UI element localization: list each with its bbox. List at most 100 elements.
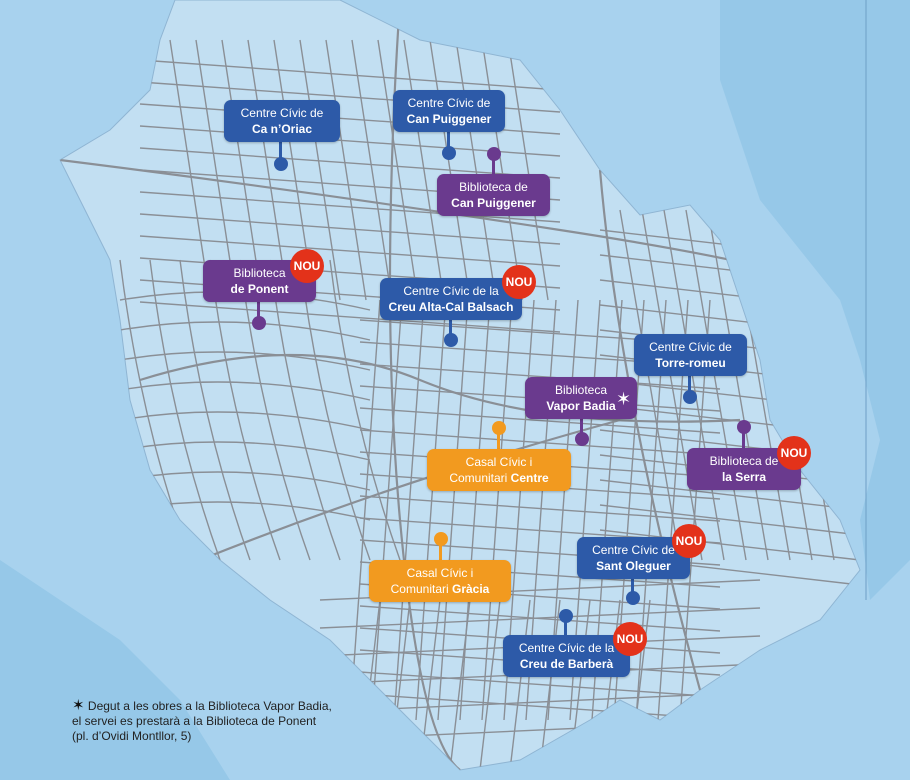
road xyxy=(179,259,251,561)
road xyxy=(599,479,860,511)
pin-stem xyxy=(492,158,495,176)
ca-noriac-pin[interactable] xyxy=(274,157,288,171)
road xyxy=(539,599,561,770)
label-line: Centre Cívic de xyxy=(240,106,324,120)
label-name: Can Puiggener xyxy=(451,196,536,210)
nou-badge: NOU xyxy=(777,436,811,470)
road xyxy=(377,39,419,301)
nou-badge: NOU xyxy=(290,249,324,283)
road xyxy=(641,209,703,561)
label-line: Centre Cívic de la xyxy=(403,284,499,298)
road xyxy=(139,191,561,223)
pin-stem xyxy=(449,316,452,338)
road xyxy=(139,147,561,179)
label-line: Biblioteca xyxy=(233,266,286,280)
road xyxy=(599,504,860,536)
road xyxy=(393,299,425,721)
label-name: la Serra xyxy=(721,470,767,484)
road xyxy=(509,599,531,770)
road xyxy=(119,381,371,401)
label-name: Torre-romeu xyxy=(655,356,726,370)
label-name: Ca n’Oriac xyxy=(251,122,313,136)
ca-noriac-label[interactable]: Centre Cívic de Ca n’Oriac xyxy=(224,100,340,142)
road xyxy=(149,259,221,561)
serra-bib-pin[interactable] xyxy=(737,420,751,434)
label-name: Sant Oleguer xyxy=(596,559,671,573)
pin-stem xyxy=(279,138,282,160)
label-name: Centre xyxy=(510,471,549,485)
road xyxy=(119,351,371,371)
label-name: Creu Alta-Cal Balsach xyxy=(388,300,514,314)
gracia-casal-pin[interactable] xyxy=(434,532,448,546)
vapor-badia-pin[interactable] xyxy=(575,432,589,446)
centre-casal-pin[interactable] xyxy=(492,421,506,435)
water-region-southwest xyxy=(0,560,230,780)
road xyxy=(139,353,741,423)
label-line: Biblioteca de xyxy=(459,180,528,194)
footnote: ✶ Degut a les obres a la Biblioteca Vapo… xyxy=(72,698,332,744)
label-line: Centre Cívic de xyxy=(649,340,732,354)
water-region-east xyxy=(720,0,910,600)
road xyxy=(329,259,401,561)
road xyxy=(481,39,523,301)
pin-stem xyxy=(564,620,567,638)
label-name: Gràcia xyxy=(452,582,490,596)
torre-romeu-label[interactable]: Centre Cívic de Torre-romeu xyxy=(634,334,747,376)
can-puiggener-cc-label[interactable]: Centre Cívic de Can Puiggener xyxy=(393,90,505,132)
road xyxy=(247,39,289,301)
vapor-badia-label[interactable]: Biblioteca Vapor Badia xyxy=(525,377,637,419)
label-line: Comunitari xyxy=(390,582,452,596)
ponent-bib-pin[interactable] xyxy=(252,316,266,330)
can-puiggener-cc-pin[interactable] xyxy=(442,146,456,160)
serra-bib-label[interactable]: Biblioteca de la Serra xyxy=(687,448,801,490)
nou-badge: NOU xyxy=(502,265,536,299)
torre-romeu-pin[interactable] xyxy=(683,390,697,404)
road xyxy=(663,209,725,561)
label-line: Casal Cívic i xyxy=(465,455,533,469)
road xyxy=(359,693,721,720)
pin-stem xyxy=(257,298,260,318)
asterisk-icon: ✶ xyxy=(616,389,632,409)
label-line: Centre Cívic de la xyxy=(518,641,615,655)
road xyxy=(449,599,471,770)
label-name: de Ponent xyxy=(230,282,289,296)
creu-alta-pin[interactable] xyxy=(444,333,458,347)
road xyxy=(359,671,721,698)
centre-casal-label[interactable]: Casal Cívic i Comunitari Centre xyxy=(427,449,571,491)
sant-oleguer-pin[interactable] xyxy=(626,591,640,605)
road xyxy=(319,607,761,629)
label-name: Can Puiggener xyxy=(406,112,492,126)
footnote-text: Degut a les obres a la Biblioteca Vapor … xyxy=(72,699,332,743)
road xyxy=(119,441,371,461)
creu-barbera-pin[interactable] xyxy=(559,609,573,623)
road xyxy=(599,529,860,561)
road xyxy=(351,39,393,301)
road xyxy=(359,495,721,522)
label-line: Casal Cívic i xyxy=(406,566,474,580)
label-name: Creu de Barberà xyxy=(519,657,614,671)
sant-oleguer-label[interactable]: Centre Cívic de Sant Oleguer xyxy=(577,537,690,579)
asterisk-icon: ✶ xyxy=(72,697,85,714)
road xyxy=(507,39,549,301)
label-line: Biblioteca xyxy=(554,383,608,397)
road xyxy=(221,39,263,301)
road xyxy=(169,39,211,301)
pin-stem xyxy=(497,432,500,452)
road xyxy=(481,299,513,721)
can-puiggener-bib-pin[interactable] xyxy=(487,147,501,161)
gracia-casal-label[interactable]: Casal Cívic i Comunitari Gràcia xyxy=(369,560,511,602)
pin-stem xyxy=(580,416,583,436)
road xyxy=(195,39,237,301)
pin-stem xyxy=(439,543,442,563)
road xyxy=(139,301,561,333)
can-puiggener-bib-label[interactable]: Biblioteca de Can Puiggener xyxy=(437,174,550,216)
road xyxy=(479,599,501,770)
nou-badge: NOU xyxy=(613,622,647,656)
pin-stem xyxy=(742,431,745,451)
creu-barbera-label[interactable]: Centre Cívic de la Creu de Barberà xyxy=(503,635,630,677)
road xyxy=(349,299,381,721)
road xyxy=(619,209,681,561)
label-name: Vapor Badia xyxy=(546,399,616,413)
creu-alta-label[interactable]: Centre Cívic de la Creu Alta-Cal Balsach xyxy=(380,278,522,320)
pin-stem xyxy=(631,575,634,597)
